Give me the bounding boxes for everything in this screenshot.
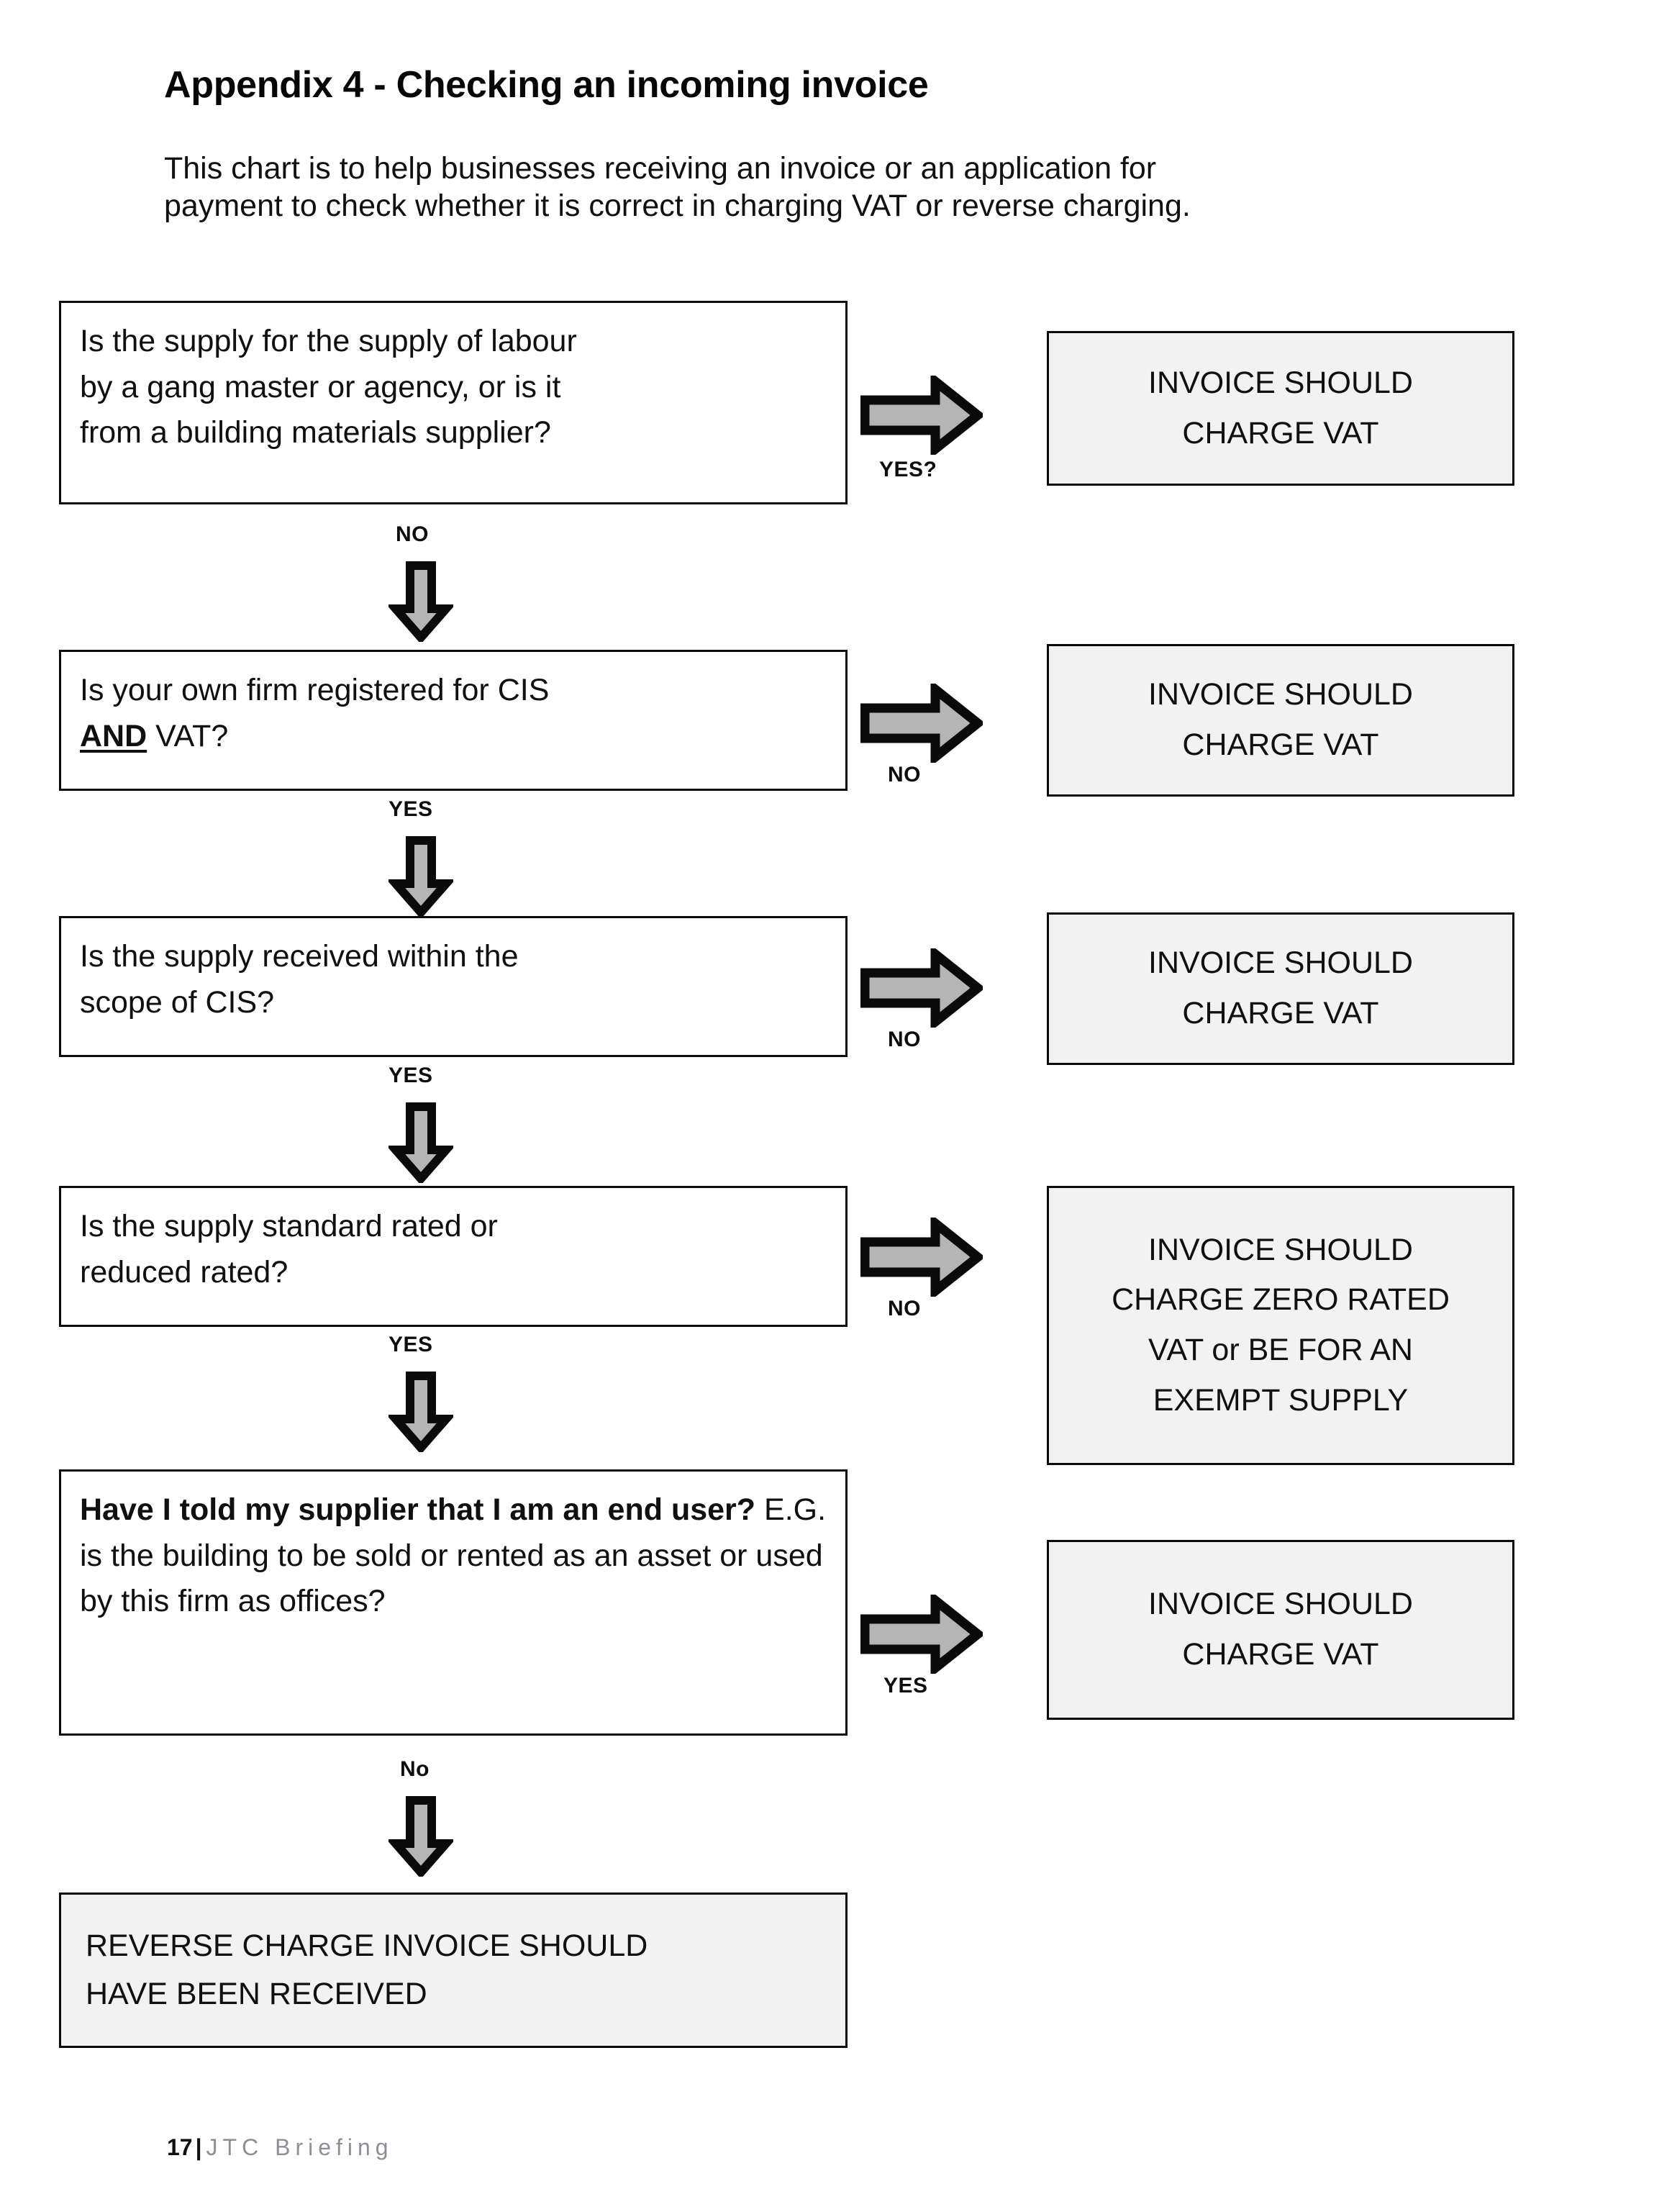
outcome-1-line-1: INVOICE SHOULD: [1148, 365, 1413, 400]
page-title: Appendix 4 - Checking an incoming invoic…: [164, 64, 929, 106]
decision-2-line-2-rest: VAT?: [147, 718, 229, 753]
decision-box-2[interactable]: Is your own firm registered for CIS AND …: [59, 650, 848, 791]
footer-page-number: 17: [167, 2134, 193, 2160]
outcome-box-4: INVOICE SHOULD CHARGE ZERO RATED VAT or …: [1047, 1186, 1514, 1465]
edge-label-no-4: NO: [888, 1297, 921, 1320]
intro-paragraph: This chart is to help businesses receivi…: [164, 150, 1491, 225]
final-outcome-box: REVERSE CHARGE INVOICE SHOULD HAVE BEEN …: [59, 1893, 848, 2048]
decision-4-line-2: reduced rated?: [80, 1254, 288, 1289]
decision-5-rest: E.G. is the building to be sold or rente…: [80, 1492, 827, 1619]
decision-5-emphasis: Have I told my supplier that I am an end…: [80, 1492, 756, 1527]
arrow-down-3: [389, 1102, 453, 1183]
outcome-2-line-2: CHARGE VAT: [1182, 727, 1379, 762]
outcome-box-2: INVOICE SHOULD CHARGE VAT: [1047, 644, 1514, 797]
arrow-down-1: [389, 561, 453, 642]
footer-brand: JTC Briefing: [206, 2134, 394, 2160]
decision-1-line-1: Is the supply for the supply of labour: [80, 324, 577, 358]
decision-5-bold-part: Have I told my supplier that I am an end…: [80, 1492, 755, 1527]
edge-label-no-2: NO: [888, 763, 921, 787]
decision-4-line-1: Is the supply standard rated or: [80, 1209, 498, 1243]
outcome-4-line-2: CHARGE ZERO RATED: [1112, 1282, 1450, 1318]
page-footer: 17|JTC Briefing: [167, 2134, 394, 2161]
edge-label-no-1: NO: [396, 522, 429, 546]
footer-separator: |: [195, 2134, 202, 2160]
edge-label-yes-5: YES: [883, 1674, 928, 1697]
decision-2-line-2: AND VAT?: [80, 714, 827, 760]
outcome-2-line-1: INVOICE SHOULD: [1148, 677, 1413, 712]
outcome-3-line-2: CHARGE VAT: [1182, 996, 1379, 1030]
arrow-right-4: [860, 1218, 983, 1297]
intro-line-2: payment to check whether it is correct i…: [164, 189, 1191, 224]
intro-line-1: This chart is to help businesses receivi…: [164, 151, 1157, 186]
arrow-down-2: [389, 836, 453, 917]
arrow-right-2: [860, 684, 983, 763]
decision-1-line-2: by a gang master or agency, or is it: [80, 369, 561, 404]
outcome-box-5: INVOICE SHOULD CHARGE VAT: [1047, 1540, 1514, 1720]
arrow-right-3: [860, 948, 983, 1028]
edge-label-no-3: NO: [888, 1028, 921, 1051]
edge-label-no-5: No: [400, 1757, 430, 1781]
decision-3-line-1: Is the supply received within the: [80, 939, 519, 974]
decision-box-3[interactable]: Is the supply received within the scope …: [59, 916, 848, 1057]
decision-box-4[interactable]: Is the supply standard rated or reduced …: [59, 1186, 848, 1327]
decision-box-5[interactable]: Have I told my supplier that I am an end…: [59, 1469, 848, 1736]
decision-3-line-2: scope of CIS?: [80, 984, 275, 1020]
arrow-down-5: [389, 1796, 453, 1877]
arrow-right-5: [860, 1595, 983, 1674]
outcome-box-3: INVOICE SHOULD CHARGE VAT: [1047, 912, 1514, 1065]
decision-1-line-3: from a building materials supplier?: [80, 415, 551, 450]
decision-box-1[interactable]: Is the supply for the supply of labour b…: [59, 301, 848, 504]
edge-label-yes-3: YES: [389, 1064, 433, 1087]
arrow-right-1: [860, 376, 983, 455]
outcome-5-line-1: INVOICE SHOULD: [1148, 1587, 1413, 1622]
outcome-4-line-4: EXEMPT SUPPLY: [1153, 1382, 1409, 1418]
edge-label-yes-4: YES: [389, 1333, 433, 1356]
edge-label-yes-1: YES?: [879, 458, 937, 481]
decision-2-and-emphasis: AND: [80, 718, 147, 753]
final-outcome-line-1: REVERSE CHARGE INVOICE SHOULD: [86, 1928, 648, 1964]
outcome-3-line-1: INVOICE SHOULD: [1148, 946, 1413, 981]
outcome-1-line-2: CHARGE VAT: [1182, 415, 1379, 450]
decision-2-line-1: Is your own firm registered for CIS: [80, 673, 550, 707]
edge-label-yes-2: YES: [389, 797, 433, 821]
outcome-5-line-2: CHARGE VAT: [1182, 1637, 1379, 1672]
final-outcome-line-2: HAVE BEEN RECEIVED: [86, 1977, 427, 2011]
outcome-4-line-1: INVOICE SHOULD: [1148, 1232, 1413, 1267]
outcome-box-1: INVOICE SHOULD CHARGE VAT: [1047, 331, 1514, 486]
outcome-4-line-3: VAT or BE FOR AN: [1148, 1333, 1413, 1367]
arrow-down-4: [389, 1372, 453, 1452]
